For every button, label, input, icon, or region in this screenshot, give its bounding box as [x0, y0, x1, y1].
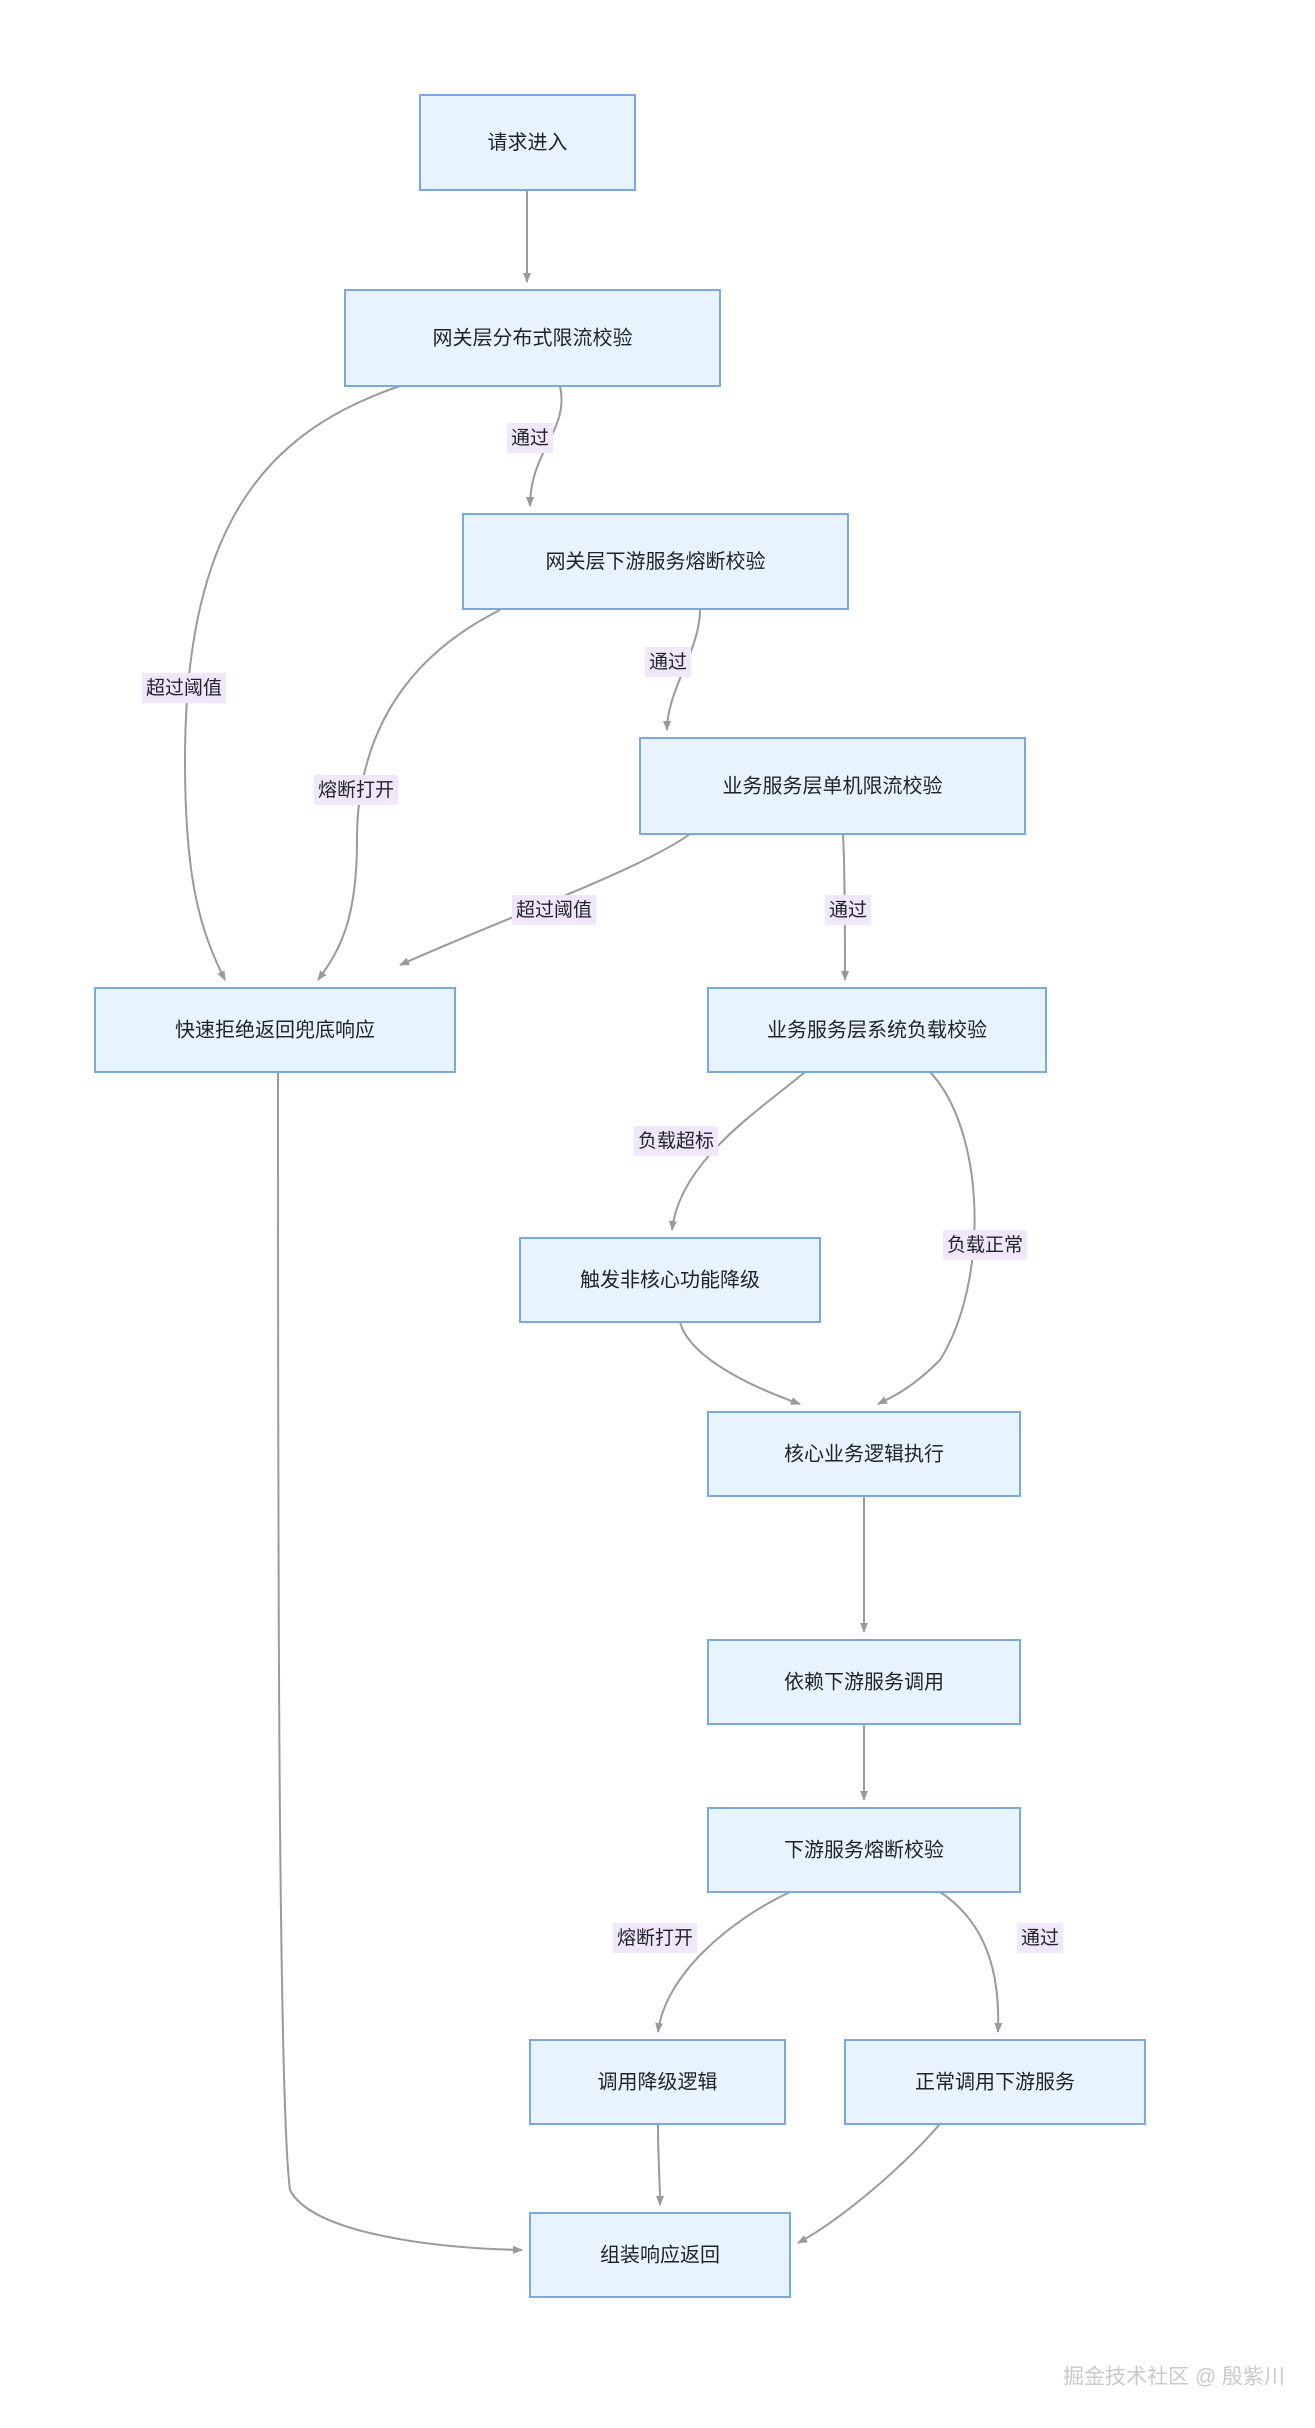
- flow-node-box[interactable]: [529, 2039, 786, 2125]
- edge-label: 负载正常: [943, 1230, 1027, 1260]
- flow-node-label: 核心业务逻辑执行: [784, 1442, 944, 1465]
- flow-edge: [655, 1891, 791, 2033]
- flow-node-box[interactable]: [707, 1807, 1021, 1893]
- edge-label-background: [512, 895, 596, 925]
- flow-node-box[interactable]: [344, 289, 721, 387]
- flow-node[interactable]: 正常调用下游服务: [844, 2039, 1146, 2125]
- flow-node-label: 网关层分布式限流校验: [433, 326, 633, 349]
- edge-label-text: 负载超标: [638, 1130, 714, 1152]
- edge-label: 超过阈值: [142, 673, 226, 703]
- flow-node-label: 业务服务层系统负载校验: [767, 1018, 987, 1041]
- edge-label: 通过: [825, 895, 871, 925]
- edge-label-background: [943, 1230, 1027, 1260]
- flow-node-box[interactable]: [844, 2039, 1146, 2125]
- flow-node[interactable]: 业务服务层单机限流校验: [639, 737, 1026, 835]
- edge-label-background: [634, 1126, 718, 1156]
- flow-edge: [877, 1071, 976, 1405]
- flow-node[interactable]: 核心业务逻辑执行: [707, 1411, 1021, 1497]
- flow-node-label: 网关层下游服务熔断校验: [546, 550, 766, 573]
- flow-node-box[interactable]: [707, 987, 1047, 1073]
- flow-node[interactable]: 网关层下游服务熔断校验: [462, 513, 849, 610]
- edge-label: 通过: [645, 647, 691, 677]
- edge-label-text: 熔断打开: [318, 779, 394, 801]
- flow-node-label: 正常调用下游服务: [915, 2070, 1075, 2093]
- flow-node-box[interactable]: [94, 987, 456, 1073]
- edge-label: 负载超标: [634, 1126, 718, 1156]
- flow-node-label: 下游服务熔断校验: [784, 1838, 944, 1861]
- watermark-label: 掘金技术社区 @ 殷紫川: [1063, 2366, 1285, 2389]
- flow-node[interactable]: 网关层分布式限流校验: [344, 289, 721, 387]
- edge-label-text: 通过: [649, 651, 687, 673]
- flow-node[interactable]: 触发非核心功能降级: [519, 1237, 821, 1323]
- flow-node-box[interactable]: [462, 513, 849, 610]
- edge-label-text: 通过: [511, 427, 549, 449]
- edge-label-background: [507, 423, 553, 453]
- edge-label-background: [1017, 1923, 1063, 1953]
- edge-label-text: 熔断打开: [617, 1927, 693, 1949]
- flow-node-box[interactable]: [419, 94, 636, 191]
- edge-label-background: [825, 895, 871, 925]
- flow-node-label: 触发非核心功能降级: [580, 1268, 760, 1291]
- flow-node-box[interactable]: [639, 737, 1026, 835]
- flow-node[interactable]: 依赖下游服务调用: [707, 1639, 1021, 1725]
- flow-node[interactable]: 调用降级逻辑: [529, 2039, 786, 2125]
- flow-edge: [277, 1071, 523, 2254]
- edge-label-background: [613, 1923, 697, 1953]
- flow-node-label: 调用降级逻辑: [598, 2070, 718, 2093]
- flow-node-label: 业务服务层单机限流校验: [723, 774, 943, 797]
- edges-layer: [183, 190, 1003, 2254]
- edge-label: 通过: [507, 423, 553, 453]
- flow-edge: [669, 1071, 806, 1231]
- edge-label: 超过阈值: [512, 895, 596, 925]
- edge-label-background: [142, 673, 226, 703]
- flow-node[interactable]: 业务服务层系统负载校验: [707, 987, 1047, 1073]
- flow-edge: [655, 2123, 664, 2206]
- flow-node-label: 快速拒绝返回兜底响应: [175, 1018, 375, 1041]
- edge-label-background: [645, 647, 691, 677]
- edge-label: 熔断打开: [314, 775, 398, 805]
- edge-label-text: 通过: [1021, 1927, 1059, 1949]
- flow-edge: [797, 2123, 941, 2244]
- flow-node[interactable]: 请求进入: [419, 94, 636, 191]
- flow-node-box[interactable]: [529, 2212, 791, 2298]
- flow-node-label: 依赖下游服务调用: [784, 1670, 944, 1693]
- edge-label-text: 负载正常: [947, 1234, 1023, 1256]
- flow-node[interactable]: 组装响应返回: [529, 2212, 791, 2298]
- edge-label-text: 通过: [829, 899, 867, 921]
- flow-node-box[interactable]: [519, 1237, 821, 1323]
- flow-node-label: 请求进入: [488, 131, 568, 154]
- edge-label-text: 超过阈值: [146, 677, 222, 699]
- edge-label-text: 超过阈值: [516, 899, 592, 921]
- flow-node-box[interactable]: [707, 1411, 1021, 1497]
- flow-edge: [317, 609, 501, 981]
- flow-node-label: 组装响应返回: [600, 2243, 720, 2266]
- flow-node-box[interactable]: [707, 1639, 1021, 1725]
- flow-edge: [679, 1321, 801, 1405]
- nodes-layer: 请求进入网关层分布式限流校验网关层下游服务熔断校验业务服务层单机限流校验快速拒绝…: [94, 94, 1146, 2298]
- edge-label: 通过: [1017, 1923, 1063, 1953]
- edge-label: 熔断打开: [613, 1923, 697, 1953]
- edge-label-background: [314, 775, 398, 805]
- edge-labels-layer: 通过超过阈值通过熔断打开超过阈值通过负载超标负载正常熔断打开通过: [142, 423, 1063, 1953]
- flow-edge: [939, 1891, 1003, 2033]
- flow-node[interactable]: 下游服务熔断校验: [707, 1807, 1021, 1893]
- flow-node[interactable]: 快速拒绝返回兜底响应: [94, 987, 456, 1073]
